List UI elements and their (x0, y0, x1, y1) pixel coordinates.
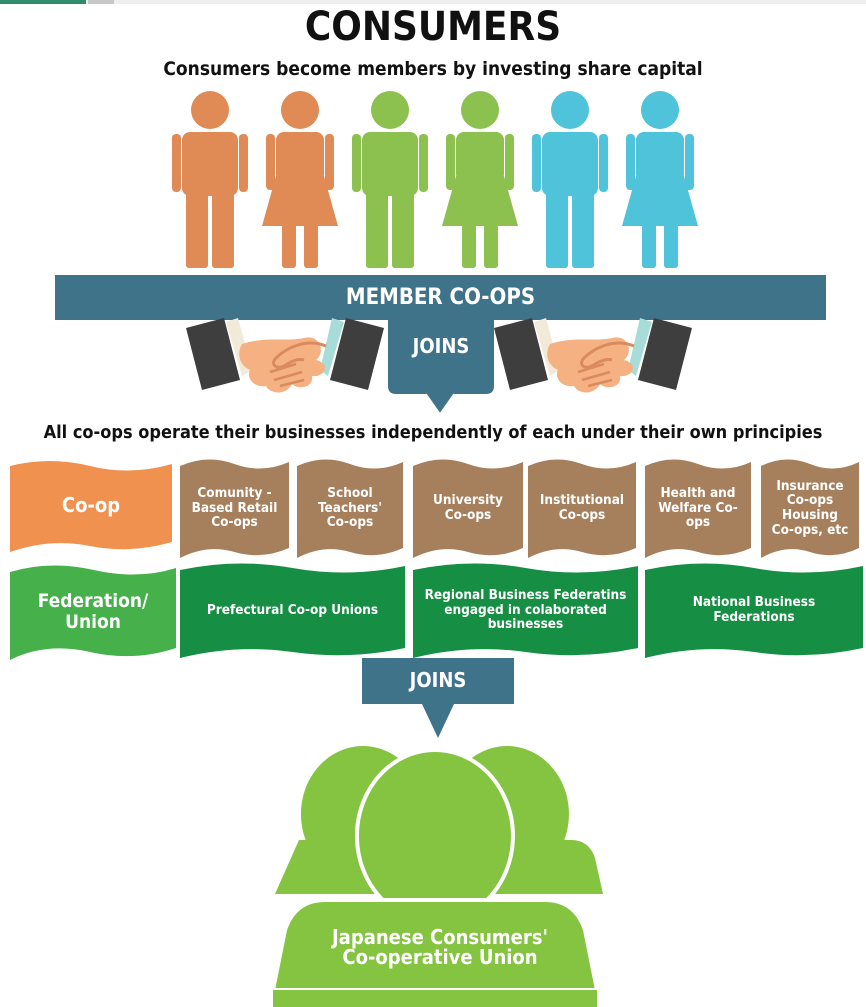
joins-callout-top (388, 318, 494, 416)
coop-type-card-label: Health and Welfare Co-ops (658, 485, 738, 531)
female-figure-icon (442, 91, 518, 268)
coop-type-card: Institutional Co-ops (528, 456, 636, 560)
handshake-icon (186, 318, 384, 393)
coop-type-card: Insurance Co-ops Housing Co-ops, etc (761, 456, 859, 560)
federation-row-label: Federation/ Union (10, 562, 176, 662)
coop-row-label: Co-op (10, 458, 172, 554)
federation-card-label: Regional Business Federatins engaged in … (424, 587, 627, 633)
coop-type-card-label: Institutional Co-ops (539, 492, 625, 523)
member-coops-label: MEMBER CO-OPS (345, 285, 536, 310)
page-subtitle: Consumers become members by investing sh… (163, 58, 703, 80)
coop-type-card: Health and Welfare Co-ops (645, 456, 751, 560)
coop-type-card: School Teachers' Co-ops (297, 456, 403, 560)
principles-text: All co-ops operate their businesses inde… (43, 422, 823, 443)
handshake-icon (494, 318, 692, 393)
male-figure-icon (532, 91, 608, 268)
coop-type-card-label: School Teachers' Co-ops (318, 485, 382, 531)
coop-type-card: Comunity - Based Retail Co-ops (180, 456, 289, 560)
coop-type-card-label: Insurance Co-ops Housing Co-ops, etc (771, 477, 849, 538)
federation-card-label: Prefectural Co-op Unions (206, 601, 379, 618)
coop-type-card-label: Comunity - Based Retail Co-ops (191, 485, 278, 531)
joins-callout-bottom (362, 658, 514, 738)
page-title: CONSUMERS (304, 4, 562, 50)
top-bar (0, 0, 866, 4)
male-figure-icon (352, 91, 428, 268)
federation-card: National Business Federations (645, 560, 863, 660)
coop-type-card: University Co-ops (413, 456, 523, 560)
federation-card-label: National Business Federations (692, 594, 816, 625)
group-people-icon (270, 746, 603, 1007)
female-figure-icon (622, 91, 698, 268)
female-figure-icon (262, 91, 338, 268)
union-label: Japanese Consumers' Co-operative Union (331, 925, 548, 969)
joins-label-bottom: JOINS (409, 668, 467, 692)
member-coops-bar: MEMBER CO-OPS (55, 275, 826, 320)
federation-card: Regional Business Federatins engaged in … (413, 560, 638, 660)
consumer-figures (172, 91, 698, 268)
federation-card: Prefectural Co-op Unions (180, 560, 405, 660)
coop-type-card-label: University Co-ops (433, 492, 503, 523)
joins-label-top: JOINS (412, 334, 470, 358)
male-figure-icon (172, 91, 248, 268)
